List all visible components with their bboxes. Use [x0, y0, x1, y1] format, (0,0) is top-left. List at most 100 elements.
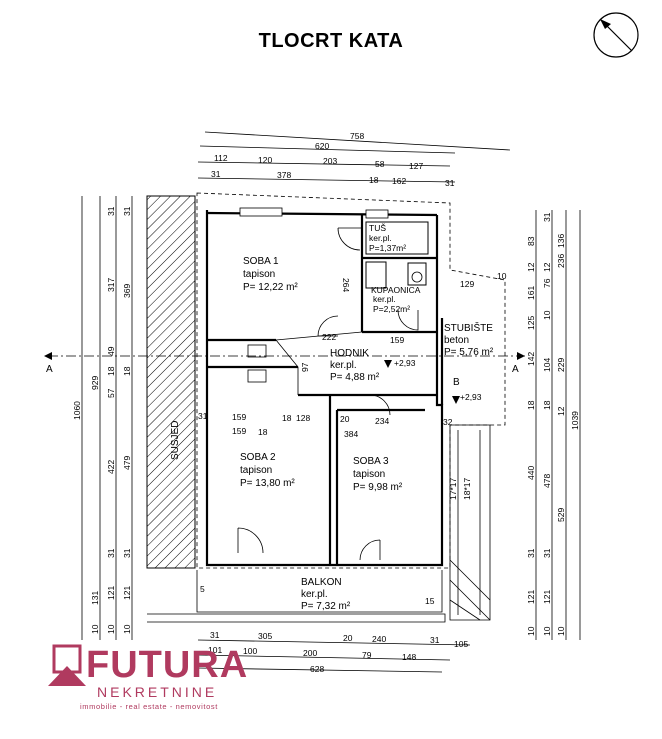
dim-20a: 20 — [340, 414, 350, 424]
dim-97: 97 — [300, 362, 310, 372]
dim-top-18: 18 — [369, 175, 379, 185]
dim-bot-200: 200 — [303, 648, 317, 658]
room-hodnik-name: HODNIK — [330, 348, 369, 359]
dim-right-10c: 10 — [542, 626, 552, 636]
dim-right-1039: 1039 — [570, 411, 580, 430]
dim-left-31a: 31 — [106, 206, 116, 216]
stair-steps-2: 18*17 — [462, 478, 472, 500]
door-kupaonica — [397, 309, 419, 331]
dim-left-121a: 121 — [106, 586, 116, 600]
dim-right-104: 104 — [542, 358, 552, 372]
dim-bot-305: 305 — [258, 631, 272, 641]
room-hodnik-area: P= 4,88 m² — [330, 372, 380, 383]
dim-right-440: 440 — [526, 466, 536, 480]
dim-right-236: 236 — [556, 254, 566, 268]
dim-right-229: 229 — [556, 358, 566, 372]
room-soba2-name: SOBA 2 — [240, 452, 276, 463]
door-soba3 — [359, 539, 381, 561]
dim-31: 31 — [198, 411, 208, 421]
radiator-1 — [247, 344, 267, 358]
dim-222: 222 — [322, 332, 336, 342]
stair-b-label: B — [453, 377, 460, 388]
dim-bot-628: 628 — [310, 664, 324, 674]
dim-left-131: 131 — [90, 591, 100, 605]
dim-top-31b: 31 — [445, 178, 455, 188]
dim-left-18b: 18 — [122, 366, 132, 376]
dim-top-758: 758 — [350, 131, 364, 141]
dim-bot-79: 79 — [362, 650, 372, 660]
dim-right-31c: 31 — [542, 548, 552, 558]
dim-right-31b: 31 — [542, 212, 552, 222]
level-2: +2,93 — [460, 392, 482, 402]
logo-main: FUTURA — [86, 644, 248, 686]
neighbor-label: SUSJED — [170, 421, 181, 460]
room-tus-area: P=1,37m² — [369, 243, 406, 253]
radiator-2 — [247, 369, 267, 383]
dim-left-317: 317 — [106, 278, 116, 292]
dim-15: 15 — [425, 596, 435, 606]
room-stubiste-floor: beton — [444, 335, 469, 346]
dim-right-136: 136 — [556, 234, 566, 248]
logo-tagline: immobilie - real estate - nemovitost — [80, 702, 218, 711]
dim-top-378: 378 — [277, 170, 291, 180]
room-kupaonica-area: P=2,52m² — [373, 304, 410, 314]
window-top-1 — [239, 207, 283, 217]
dim-159a: 159 — [390, 335, 404, 345]
dim-bot-101: 101 — [208, 645, 222, 655]
room-stubiste-area: P= 5,76 m² — [444, 347, 494, 358]
dim-left-31c: 31 — [122, 206, 132, 216]
dim-right-83: 83 — [526, 236, 536, 246]
dim-384: 384 — [344, 429, 358, 439]
dim-right-121a: 121 — [526, 590, 536, 604]
outer-dashed-outline — [196, 192, 506, 569]
page-title: TLOCRT KATA — [258, 30, 404, 52]
dim-left-18a: 18 — [106, 366, 116, 376]
balcony-rail — [147, 613, 446, 623]
dim-bot-100: 100 — [243, 646, 257, 656]
section-a-right: A — [512, 364, 519, 375]
dim-right-18a: 18 — [526, 400, 536, 410]
dim-right-10a: 10 — [526, 626, 536, 636]
dim-right-76: 76 — [542, 278, 552, 288]
dim-left-31b: 31 — [106, 548, 116, 558]
dim-left-1060: 1060 — [72, 401, 82, 420]
dim-top-620: 620 — [315, 141, 329, 151]
door-tus — [337, 227, 362, 251]
dim-left-49: 49 — [106, 346, 116, 356]
room-soba3-name: SOBA 3 — [353, 456, 389, 467]
dim-left-479: 479 — [122, 456, 132, 470]
level-marker-2 — [452, 396, 460, 404]
dim-234: 234 — [375, 416, 389, 426]
dim-32: 32 — [443, 417, 453, 427]
room-soba1-floor: tapison — [243, 269, 275, 280]
dim-right-121b: 121 — [542, 590, 552, 604]
room-tus-floor: ker.pl. — [369, 233, 392, 243]
dim-bot-31b: 31 — [430, 635, 440, 645]
dim-right-12b: 12 — [542, 262, 552, 272]
room-kupaonica-floor: ker.pl. — [373, 294, 396, 304]
shower-icon — [365, 221, 429, 255]
stair-steps-1: 17*17 — [448, 478, 458, 500]
dim-5: 5 — [200, 584, 205, 594]
neighbor-wall-hatch — [146, 195, 196, 569]
dim-264: 264 — [341, 278, 351, 292]
dim-159b: 159 — [232, 412, 246, 422]
dim-top-127: 127 — [409, 161, 423, 171]
dim-128: 128 — [296, 413, 310, 423]
dim-bot-20: 20 — [343, 633, 353, 643]
room-balkon-floor: ker.pl. — [301, 589, 328, 600]
dim-left-121b: 121 — [122, 586, 132, 600]
room-soba2-area: P= 13,80 m² — [240, 478, 295, 489]
room-soba1-name: SOBA 1 — [243, 256, 279, 267]
dim-left-57: 57 — [106, 388, 116, 398]
level-1: +2,93 — [394, 358, 416, 368]
room-kupaonica-name: KUPAONICA — [371, 285, 421, 295]
staircase — [449, 424, 491, 621]
dim-10: 10 — [497, 271, 507, 281]
dim-right-161: 161 — [526, 286, 536, 300]
level-marker-1 — [384, 360, 392, 368]
room-stubiste-name: STUBIŠTE — [444, 321, 493, 334]
dim-top-58: 58 — [375, 159, 385, 169]
dim-left-10a: 10 — [90, 624, 100, 634]
